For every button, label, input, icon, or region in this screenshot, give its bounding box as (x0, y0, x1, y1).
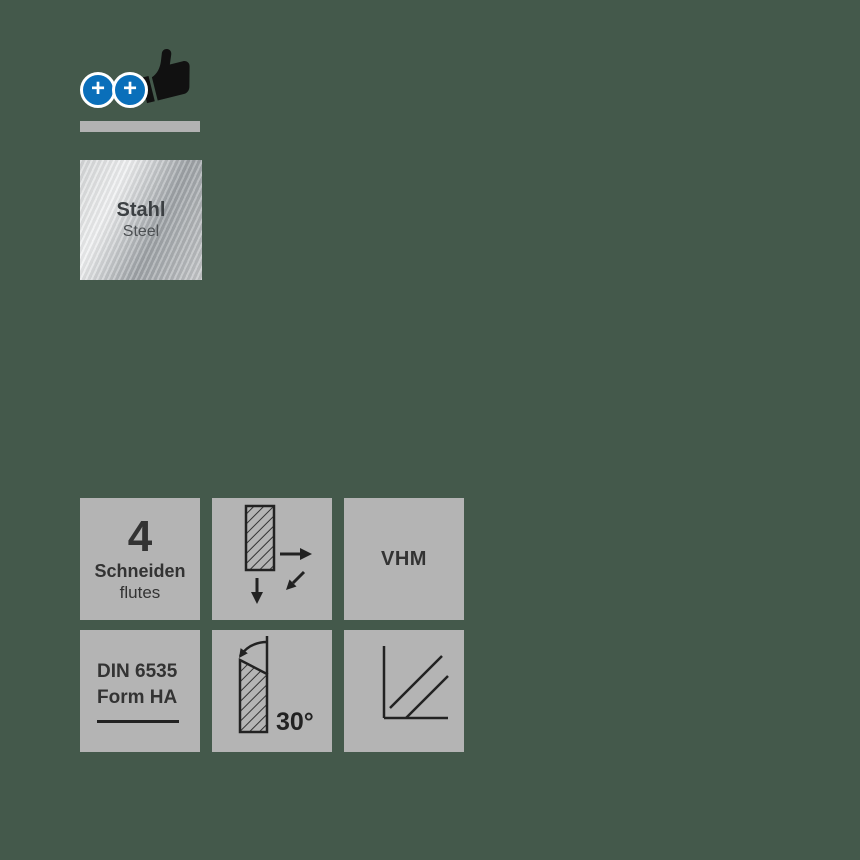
plus-circle-icon: + (112, 72, 148, 108)
material-label-en: Steel (122, 223, 160, 240)
tile-milling-direction (212, 498, 332, 620)
material-tile: Stahl Steel (80, 160, 202, 280)
flutes-label-de: Schneiden (94, 561, 186, 581)
thumbs-up-icon (140, 48, 190, 104)
plus-symbol: + (122, 75, 137, 102)
flutes-count: 4 (127, 512, 153, 561)
tile-helix-angle: 30° (212, 630, 332, 752)
divider-bar (80, 121, 200, 132)
helix-angle-value: 30° (276, 708, 314, 736)
shank-norm: DIN 6535 (97, 661, 178, 683)
recommendation-badge: + + (78, 42, 208, 110)
helix-angle-icon (238, 636, 269, 734)
plunge-ramp-arrows-icon (244, 504, 312, 604)
tile-carbide: VHM (344, 498, 464, 620)
shank-rule (97, 719, 179, 723)
material-label-de: Stahl (116, 199, 166, 221)
flutes-label-en: flutes (119, 582, 161, 602)
plus-circle-icon: + (80, 72, 116, 108)
plus-symbol: + (90, 75, 105, 102)
tile-corner-profile (344, 630, 464, 752)
tile-shank: DIN 6535 Form HA (80, 630, 200, 752)
carbide-label: VHM (381, 547, 427, 570)
shank-form: Form HA (97, 687, 178, 708)
tile-flutes: 4 Schneiden flutes (80, 498, 200, 620)
corner-profile-icon (382, 646, 449, 720)
